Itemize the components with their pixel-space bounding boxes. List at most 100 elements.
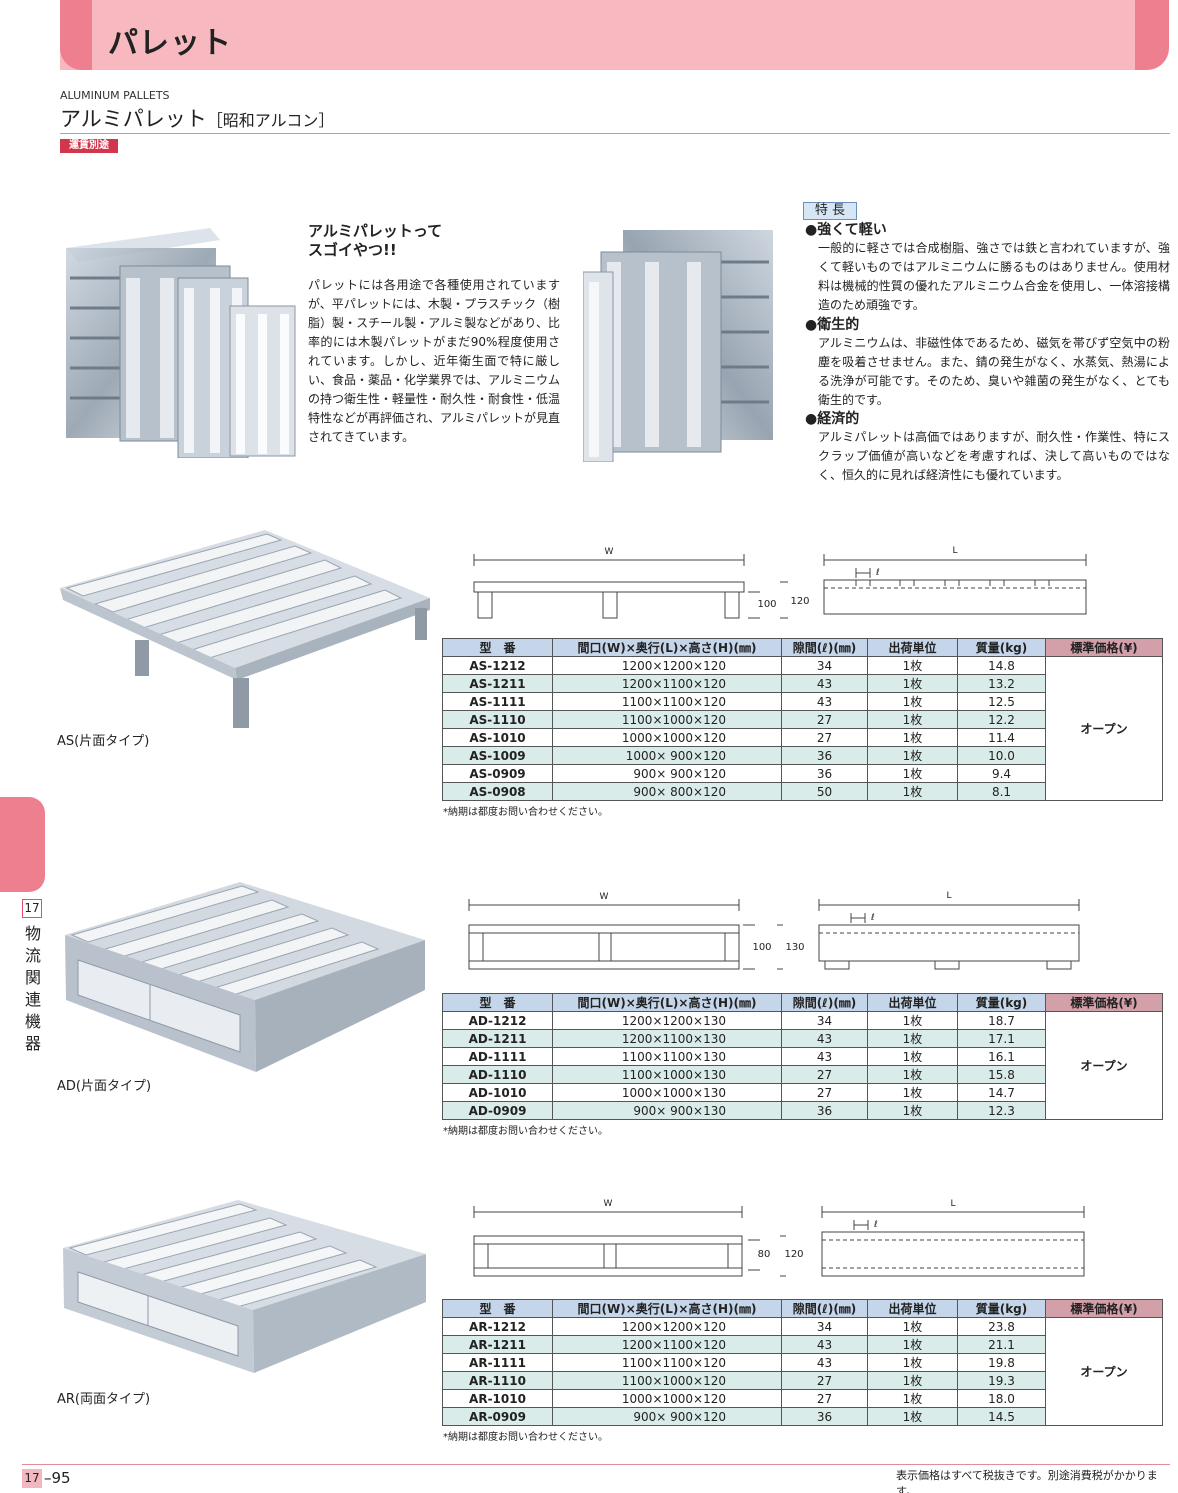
category-char: 流 <box>24 946 41 965</box>
model-cell: AS-1110 <box>442 710 553 729</box>
ad-front-diagram: W 100 130 <box>468 892 805 970</box>
table-row: AS-1111 1100×1100×120 43 1枚 12.5 <box>442 692 1163 711</box>
unit-cell: 1枚 <box>867 1317 958 1336</box>
unit-cell: 1枚 <box>867 1389 958 1408</box>
model-cell: AR-0909 <box>442 1407 553 1426</box>
unit-cell: 1枚 <box>867 1371 958 1390</box>
mass-cell: 19.3 <box>957 1371 1046 1390</box>
ar-spec-table: 型 番 間口(W)×奥行(L)×高さ(H)(㎜) 隙間(ℓ)(㎜) 出荷単位 質… <box>442 1299 1163 1426</box>
model-cell: AD-1212 <box>442 1011 553 1030</box>
length-label: L <box>950 1199 955 1209</box>
header-accent-right <box>1135 0 1169 70</box>
size-cell: 1100×1000×120 <box>552 1371 782 1390</box>
feature-economical: ●経済的 アルミパレットは高価ではありますが、耐久性・作業性、特にスクラップ価値… <box>805 410 1170 485</box>
intro-heading-line2: スゴイやつ!! <box>308 241 397 259</box>
model-cell: AD-1010 <box>442 1083 553 1102</box>
model-cell: AD-0909 <box>442 1101 553 1120</box>
feature-heading: ●衛生的 <box>805 317 860 333</box>
model-cell: AR-1010 <box>442 1389 553 1408</box>
mass-cell: 14.8 <box>957 656 1046 675</box>
unit-cell: 1枚 <box>867 656 958 675</box>
unit-cell: 1枚 <box>867 746 958 765</box>
category-char: 連 <box>24 990 41 1009</box>
ar-front-diagram: W 80 120 <box>473 1199 804 1277</box>
size-cell: 1200×1100×130 <box>552 1029 782 1048</box>
ar-side-diagram: L ℓ <box>821 1199 1085 1277</box>
model-cell: AD-1211 <box>442 1029 553 1048</box>
title-divider <box>60 133 1170 134</box>
ad-spec-table: 型 番 間口(W)×奥行(L)×高さ(H)(㎜) 隙間(ℓ)(㎜) 出荷単位 質… <box>442 993 1163 1120</box>
header-gap: 隙間(ℓ)(㎜) <box>781 993 868 1012</box>
unit-cell: 1枚 <box>867 1029 958 1048</box>
width-label: W <box>600 892 609 902</box>
header-band <box>60 0 1138 70</box>
model-cell: AR-1111 <box>442 1353 553 1372</box>
header-mass: 質量(kg) <box>957 638 1046 657</box>
mass-cell: 19.8 <box>957 1353 1046 1372</box>
as-pallet-photo <box>60 530 430 728</box>
header-size: 間口(W)×奥行(L)×高さ(H)(㎜) <box>552 638 782 657</box>
table-row: AD-0909 900× 900×130 36 1枚 12.3 <box>442 1101 1163 1120</box>
table-row: AR-0909 900× 900×120 36 1枚 14.5 <box>442 1407 1163 1426</box>
english-subtitle: ALUMINUM PALLETS <box>60 89 170 102</box>
outer-height-label: 130 <box>785 942 804 953</box>
size-cell: 1100×1100×120 <box>552 1353 782 1372</box>
size-cell: 1200×1200×130 <box>552 1011 782 1030</box>
mass-cell: 12.2 <box>957 710 1046 729</box>
unit-cell: 1枚 <box>867 1335 958 1354</box>
gap-cell: 36 <box>781 1101 868 1120</box>
unit-cell: 1枚 <box>867 1353 958 1372</box>
unit-cell: 1枚 <box>867 1083 958 1102</box>
category-char: 器 <box>24 1034 41 1053</box>
ad-caption: AD(片面タイプ) <box>57 1079 152 1094</box>
model-cell: AS-1212 <box>442 656 553 675</box>
feature-text: 一般的に軽さでは合成樹脂、強さでは鉄と言われていますが、強くて軽いものではアルミ… <box>818 241 1170 312</box>
model-cell: AS-0909 <box>442 764 553 783</box>
unit-cell: 1枚 <box>867 1047 958 1066</box>
table-row: AR-1212 1200×1200×120 34 1枚 23.8 オープン <box>442 1317 1163 1426</box>
mass-cell: 15.8 <box>957 1065 1046 1084</box>
unit-cell: 1枚 <box>867 764 958 783</box>
size-cell: 1000× 900×120 <box>552 746 782 765</box>
header-price: 標準価格(¥) <box>1045 993 1163 1012</box>
size-cell: 1200×1100×120 <box>552 674 782 693</box>
outer-height-label: 120 <box>790 596 809 607</box>
length-label: L <box>952 546 957 556</box>
intro-body: パレットには各用途で各種使用されていますが、平パレットには、木製・プラスチック（… <box>308 278 561 444</box>
model-cell: AR-1212 <box>442 1317 553 1336</box>
size-cell: 1000×1000×130 <box>552 1083 782 1102</box>
page-chapter-box: 17 <box>22 1469 42 1488</box>
header-unit: 出荷単位 <box>867 1299 958 1318</box>
gap-cell: 43 <box>781 1335 868 1354</box>
mass-cell: 8.1 <box>957 782 1046 801</box>
header-unit: 出荷単位 <box>867 638 958 657</box>
category-char: 物 <box>24 924 41 943</box>
tax-note: 表示価格はすべて税抜きです。別途消費税がかかります。 <box>896 1469 1158 1493</box>
unit-cell: 1枚 <box>867 1101 958 1120</box>
size-cell: 1100×1000×130 <box>552 1065 782 1084</box>
mass-cell: 13.2 <box>957 674 1046 693</box>
gap-cell: 43 <box>781 1029 868 1048</box>
size-cell: 1200×1200×120 <box>552 1317 782 1336</box>
model-cell: AS-0908 <box>442 782 553 801</box>
mass-cell: 17.1 <box>957 1029 1046 1048</box>
unit-cell: 1枚 <box>867 710 958 729</box>
model-cell: AD-1111 <box>442 1047 553 1066</box>
as-spec-table: 型 番 間口(W)×奥行(L)×高さ(H)(㎜) 隙間(ℓ)(㎜) 出荷単位 質… <box>442 638 1163 801</box>
feature-text: アルミパレットは高価ではありますが、耐久性・作業性、特にスクラップ価値が高いなど… <box>818 430 1170 482</box>
stacked-pallets-photo-left <box>66 228 296 458</box>
mass-cell: 18.0 <box>957 1389 1046 1408</box>
mass-cell: 9.4 <box>957 764 1046 783</box>
header-price: 標準価格(¥) <box>1045 638 1163 657</box>
gap-cell: 36 <box>781 764 868 783</box>
table-row: AS-0908 900× 800×120 50 1枚 8.1 <box>442 782 1163 801</box>
unit-cell: 1枚 <box>867 1011 958 1030</box>
size-cell: 1100×1000×120 <box>552 710 782 729</box>
unit-cell: 1枚 <box>867 782 958 801</box>
gap-cell: 36 <box>781 1407 868 1426</box>
feature-heading: ●経済的 <box>805 411 860 427</box>
table-row: AD-1010 1000×1000×130 27 1枚 14.7 <box>442 1083 1163 1102</box>
header-mass: 質量(kg) <box>957 993 1046 1012</box>
gap-cell: 27 <box>781 1065 868 1084</box>
product-name: アルミパレット <box>60 107 207 131</box>
